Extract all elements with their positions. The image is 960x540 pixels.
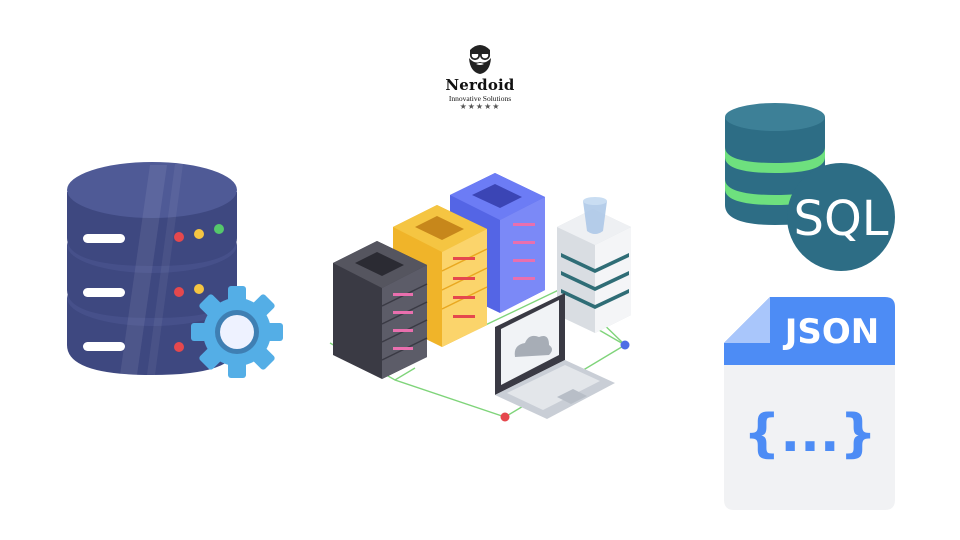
brand-tagline: Innovative Solutions [448,94,512,103]
server-rack-white [557,197,631,333]
network-node-dot [500,412,510,422]
brand-name: Nerdoid [445,76,515,94]
network-node-dot [620,340,630,350]
sql-badge: SQL [787,163,895,271]
database-settings-illustration [67,162,283,378]
json-header-label: JSON [783,312,880,352]
server-network-illustration [329,173,631,422]
sql-database-illustration: SQL [725,103,895,271]
gear-icon [191,286,283,378]
brand-logo: Nerdoid Innovative Solutions ★★★★★ [430,38,530,116]
brand-rating: ★★★★★ [459,102,501,111]
bearded-face-icon [469,45,491,74]
laptop-cloud-icon [495,293,615,419]
json-braces-symbol: {...} [743,404,876,464]
database-icon [67,162,237,375]
json-file-icon: JSON {...} [724,297,895,510]
sql-label: SQL [794,191,889,247]
server-rack-dark [333,241,428,379]
json-file-illustration: JSON {...} [724,297,895,510]
